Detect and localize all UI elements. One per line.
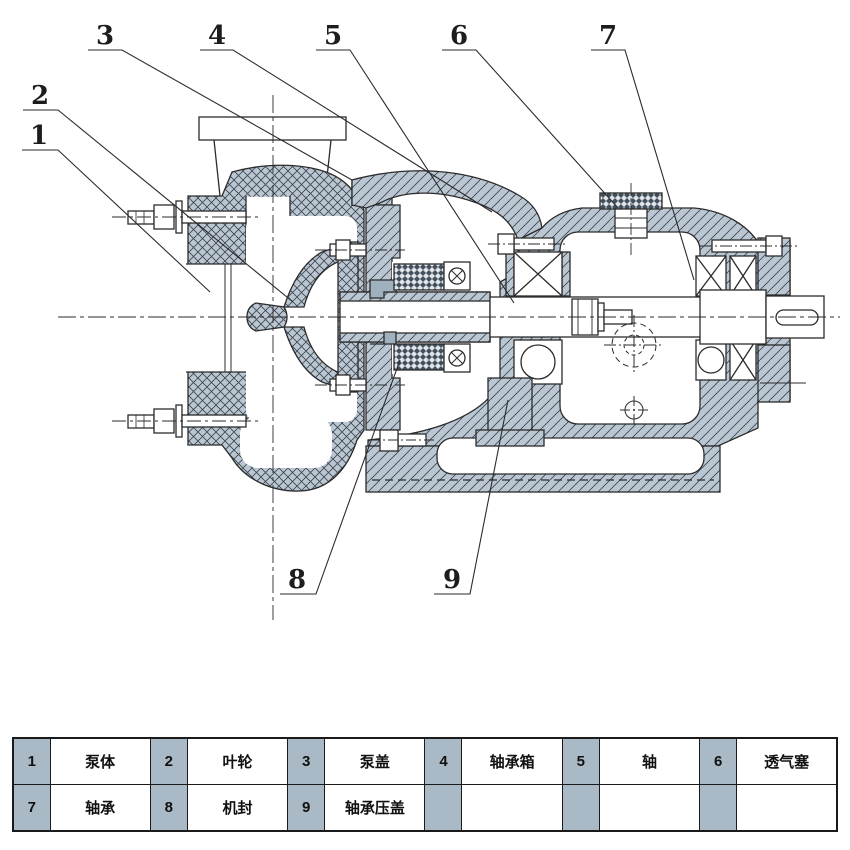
parts-table: 1 泵体 2 叶轮 3 泵盖 4 轴承箱 5 轴 6 透气塞 7 轴承 8 机封… (12, 737, 838, 832)
cover-and-housing-studs (315, 233, 800, 396)
callout-9: 9 (443, 565, 461, 595)
mechanical-seal (369, 261, 471, 373)
table-row: 7 轴承 8 机封 9 轴承压盖 (12, 784, 838, 832)
part-number: 3 (287, 737, 326, 785)
part-number: 2 (149, 737, 188, 785)
part-name (461, 784, 563, 832)
part-name: 叶轮 (186, 737, 289, 785)
part-name: 泵盖 (324, 737, 426, 785)
callout-5: 5 (324, 21, 342, 51)
bearings (505, 251, 757, 385)
part-name (736, 784, 838, 832)
part-number: 5 (561, 737, 600, 785)
part-number: 6 (699, 737, 738, 785)
part-number: 7 (12, 784, 51, 832)
callout-3: 3 (96, 21, 114, 51)
callout-2: 2 (31, 81, 49, 111)
part-name: 机封 (186, 784, 289, 832)
part-number: 4 (424, 737, 463, 785)
center-lines (58, 95, 840, 620)
bearing-gland (370, 377, 545, 452)
leader-lines (22, 49, 695, 595)
part-number (699, 784, 738, 832)
part-name: 轴承 (49, 784, 151, 832)
right-bearing (695, 255, 757, 381)
part-number (561, 784, 600, 832)
suction-flange-studs (112, 200, 258, 438)
part-number (424, 784, 463, 832)
part-name: 透气塞 (736, 737, 838, 785)
callout-1: 1 (30, 121, 48, 151)
part-name: 轴 (598, 737, 701, 785)
table-row: 1 泵体 2 叶轮 3 泵盖 4 轴承箱 5 轴 6 透气塞 (12, 737, 838, 785)
callout-8: 8 (288, 565, 306, 595)
callout-numbers: 1 2 3 4 5 6 7 8 9 (30, 21, 617, 595)
part-name: 泵体 (49, 737, 151, 785)
left-bearing (505, 251, 571, 385)
part-name (598, 784, 701, 832)
pump-sectional-drawing: 1 2 3 4 5 6 7 8 9 (22, 21, 840, 620)
part-name: 轴承箱 (461, 737, 563, 785)
oil-level-marks (604, 315, 664, 424)
callout-4: 4 (208, 21, 226, 51)
discharge-flange (198, 116, 347, 197)
part-number: 9 (287, 784, 326, 832)
impeller (246, 241, 359, 393)
part-number: 8 (149, 784, 188, 832)
part-name: 轴承压盖 (324, 784, 426, 832)
callout-6: 6 (450, 21, 468, 51)
callout-7: 7 (599, 21, 617, 51)
part-number: 1 (12, 737, 51, 785)
